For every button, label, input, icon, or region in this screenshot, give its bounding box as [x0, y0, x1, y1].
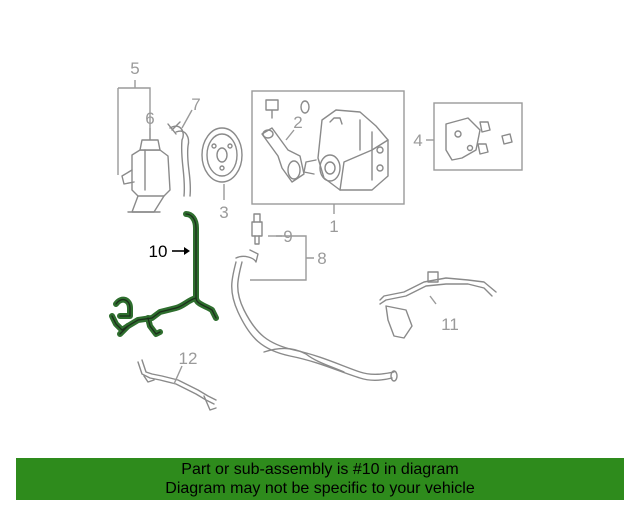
pulley — [201, 127, 243, 200]
bracket-assembly-box — [426, 102, 523, 171]
cooler-line — [137, 359, 217, 411]
banner-line-part: Part or sub-assembly is #10 in diagram — [181, 461, 459, 478]
callout-12: 12 — [179, 349, 198, 368]
pressure-hose — [231, 235, 398, 382]
suction-hose — [167, 109, 193, 197]
reservoir-assembly — [117, 80, 171, 213]
return-line — [379, 271, 497, 339]
callout-7: 7 — [191, 95, 200, 114]
banner-line-disclaimer: Diagram may not be specific to your vehi… — [165, 480, 475, 497]
callout-2: 2 — [293, 113, 302, 132]
callout-3: 3 — [219, 203, 228, 222]
part-info-banner: Part or sub-assembly is #10 in diagram D… — [16, 458, 624, 500]
callout-8: 8 — [317, 249, 326, 268]
callout-1: 1 — [329, 217, 338, 236]
callout-6: 6 — [145, 109, 154, 128]
pressure-switch — [251, 213, 282, 245]
callout-10[interactable]: 10 — [149, 242, 168, 261]
callout-11: 11 — [441, 315, 459, 334]
callout-5: 5 — [130, 59, 139, 78]
pump-assembly-box — [251, 90, 405, 214]
callout-4: 4 — [413, 131, 422, 150]
highlighted-hose-part-10[interactable] — [109, 211, 219, 337]
callout-9: 9 — [283, 227, 292, 246]
